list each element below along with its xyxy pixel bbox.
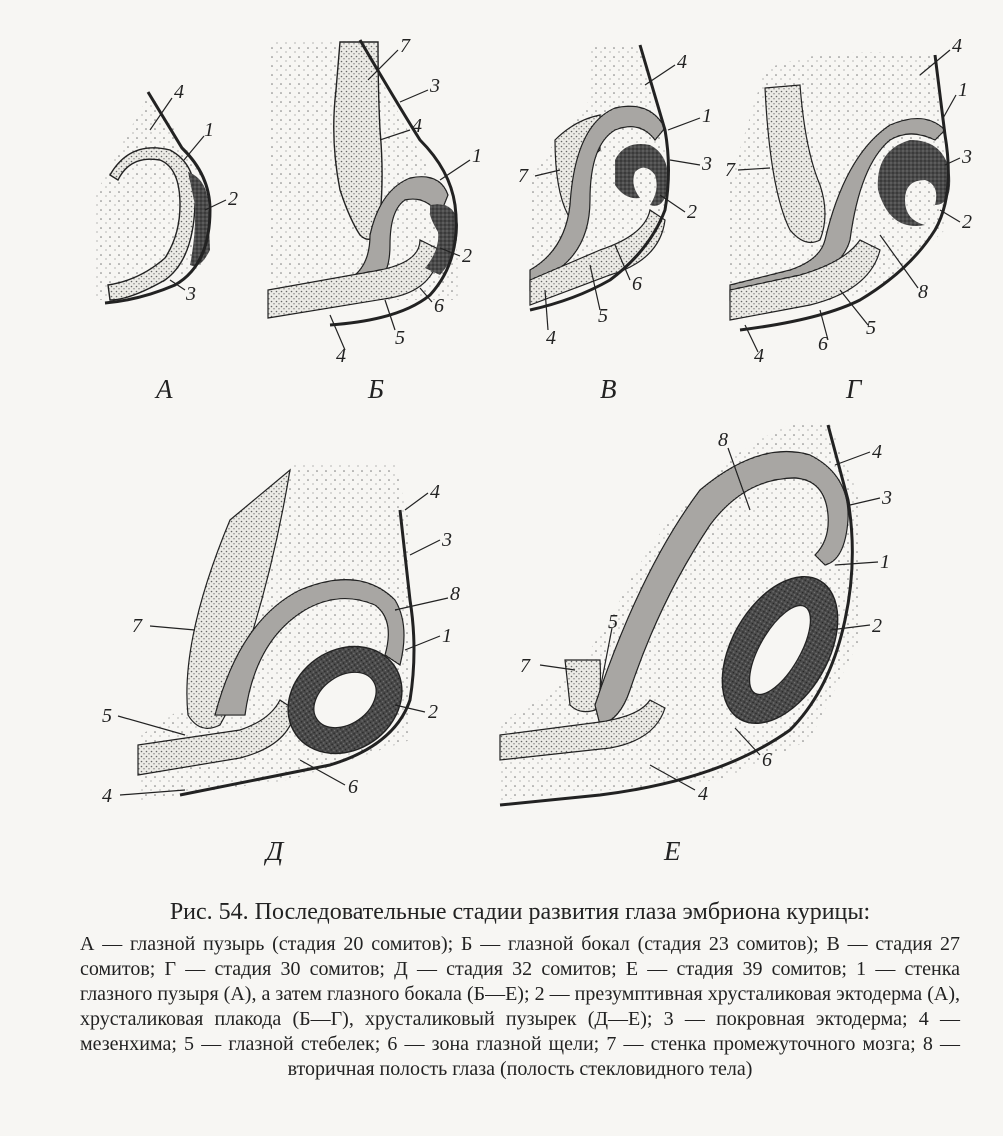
label-b-4: 4 xyxy=(412,115,422,137)
number-labels: 4 1 2 3 7 3 4 1 2 6 5 4 4 1 3 7 2 6 5 4 … xyxy=(102,35,972,807)
label-b-6: 6 xyxy=(434,295,444,317)
panel-v xyxy=(529,44,670,312)
panel-a-lens-ectoderm xyxy=(188,172,210,266)
label-g-1: 1 xyxy=(958,79,968,101)
panel-e-lens-cavity xyxy=(748,604,812,696)
label-e-4: 4 xyxy=(872,441,882,463)
panel-label-e: Е xyxy=(663,836,681,866)
label-d-1: 1 xyxy=(442,625,452,647)
label-d-4: 4 xyxy=(430,481,440,503)
label-g-3: 3 xyxy=(961,146,972,168)
panel-e xyxy=(499,424,860,807)
panel-v-lens-placode xyxy=(615,144,669,206)
label-d-5: 5 xyxy=(102,705,112,727)
label-d-8: 8 xyxy=(450,583,460,605)
label-v-7: 7 xyxy=(518,165,529,187)
caption-title: Рис. 54. Последовательные стадии развити… xyxy=(169,899,871,925)
label-e-6: 6 xyxy=(762,749,772,771)
label-a-4: 4 xyxy=(174,81,184,103)
panel-d-brain-wall xyxy=(186,468,291,729)
label-b-7: 7 xyxy=(400,35,411,57)
figure: 4 1 2 3 7 3 4 1 2 6 5 4 4 1 3 7 2 6 5 4 … xyxy=(95,35,972,866)
panel-label-b: Б xyxy=(367,374,384,404)
label-g-4: 4 xyxy=(952,35,962,57)
label-e-8: 8 xyxy=(718,429,728,451)
panel-g-brain-wall xyxy=(764,84,826,243)
label-a-2: 2 xyxy=(228,188,238,210)
label-v-5: 5 xyxy=(598,305,608,327)
panel-v-surface-ectoderm xyxy=(529,44,670,312)
label-g-6: 6 xyxy=(818,333,828,355)
label-d-3: 3 xyxy=(441,529,452,551)
panel-v-cup-wall xyxy=(529,105,666,292)
panel-d-cup-wall xyxy=(214,579,405,716)
label-b-2: 2 xyxy=(462,245,472,267)
panel-a-surface-ectoderm xyxy=(104,91,212,305)
label-b-3: 3 xyxy=(429,75,440,97)
label-b-1: 1 xyxy=(472,145,482,167)
label-v-4: 4 xyxy=(677,51,687,73)
panel-b-lens-placode xyxy=(425,204,458,275)
panel-d-lens-cavity xyxy=(313,671,377,729)
figure-caption: Рис. 54. Последовательные стадии развити… xyxy=(80,896,960,1082)
panel-d xyxy=(137,465,416,800)
label-g-5: 5 xyxy=(866,317,876,339)
panel-label-v: В xyxy=(600,374,617,404)
leader-lines xyxy=(117,49,961,796)
panel-e-surface-ectoderm xyxy=(499,424,854,807)
panel-d-surface-ectoderm xyxy=(179,509,416,797)
label-v-4b: 4 xyxy=(546,327,556,349)
panel-label-g: Г xyxy=(845,374,863,404)
label-e-2: 2 xyxy=(872,615,882,637)
label-v-6: 6 xyxy=(632,273,642,295)
caption-body: А — глазной пузырь (стадия 20 сомитов); … xyxy=(80,933,960,1080)
label-e-1: 1 xyxy=(880,551,890,573)
panel-b-surface-ectoderm xyxy=(329,39,458,327)
panel-b xyxy=(267,39,460,327)
panel-a-vesicle-wall xyxy=(107,147,196,301)
label-g-8: 8 xyxy=(918,281,928,303)
label-e-5: 5 xyxy=(608,611,618,633)
label-v-1: 1 xyxy=(702,105,712,127)
label-g-2: 2 xyxy=(962,211,972,233)
label-b-5: 5 xyxy=(395,327,405,349)
label-g-4b: 4 xyxy=(754,345,764,367)
label-e-7: 7 xyxy=(520,655,531,677)
panel-g xyxy=(729,52,951,332)
panel-e-brain-wall xyxy=(564,659,602,713)
label-a-1: 1 xyxy=(204,119,214,141)
label-v-2: 2 xyxy=(687,201,697,223)
panel-g-stalk xyxy=(729,239,881,321)
label-d-2: 2 xyxy=(428,701,438,723)
label-e-4b: 4 xyxy=(698,783,708,805)
label-g-7: 7 xyxy=(725,159,736,181)
panel-e-cup-wall xyxy=(594,450,849,726)
panel-label-d: Д xyxy=(263,836,285,866)
panel-letters: А Б В Г Д Е xyxy=(154,374,863,866)
label-v-3: 3 xyxy=(701,153,712,175)
label-a-3: 3 xyxy=(185,283,196,305)
panel-g-surface-ectoderm xyxy=(739,54,950,332)
label-b-4b: 4 xyxy=(336,345,346,367)
label-d-4b: 4 xyxy=(102,785,112,807)
panel-g-lens-placode xyxy=(877,140,951,226)
panel-e-stalk xyxy=(499,699,666,761)
label-d-6: 6 xyxy=(348,776,358,798)
label-d-7: 7 xyxy=(132,615,143,637)
label-e-3: 3 xyxy=(881,487,892,509)
panel-label-a: А xyxy=(154,374,173,404)
figure-svg: 4 1 2 3 7 3 4 1 2 6 5 4 4 1 3 7 2 6 5 4 … xyxy=(95,35,972,866)
panel-a xyxy=(95,91,212,305)
